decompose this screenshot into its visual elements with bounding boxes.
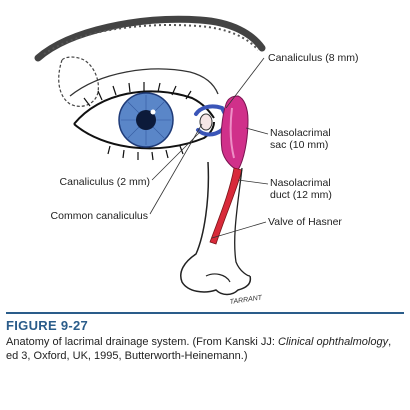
pupil <box>136 110 156 130</box>
label-canaliculus-lower: Canaliculus (2 mm) <box>59 176 150 188</box>
canaliculus-upper <box>194 104 228 118</box>
nasolacrimal-duct <box>209 167 243 245</box>
eyebrow-texture <box>43 24 259 55</box>
label-duct-line2: duct (12 mm) <box>270 189 332 201</box>
artist-signature: TARRANT <box>229 294 263 306</box>
lower-eyelid <box>73 121 215 150</box>
nasal-sidewall <box>234 167 251 277</box>
figure-caption: Anatomy of lacrimal drainage system. (Fr… <box>6 335 402 363</box>
caption-text-end: , ed 3, Oxford, UK, 1995, Butterworth-He… <box>6 336 392 362</box>
label-duct-line1: Nasolacrimal <box>270 177 331 189</box>
upper-lashes <box>83 82 192 107</box>
label-sac-line1: Nasolacrimal <box>270 127 331 139</box>
nasolacrimal-sac <box>220 95 249 171</box>
caruncle <box>199 113 213 131</box>
caption-rule <box>6 312 404 314</box>
caption-text-start: Anatomy of lacrimal drainage system. (Fr… <box>6 336 279 348</box>
lacrimal-illustration: TARRANT <box>34 15 269 306</box>
caption-book-title: Clinical ophthalmology <box>278 336 389 348</box>
lower-lashes <box>107 145 184 161</box>
label-common-canaliculus: Common canaliculus <box>50 210 148 222</box>
eyebrow <box>34 15 266 62</box>
nostril <box>205 273 231 283</box>
lid-crease <box>69 68 219 97</box>
light-reflex <box>150 109 156 115</box>
label-sac-line2: sac (10 mm) <box>270 139 329 151</box>
upper-eyelid <box>73 90 215 125</box>
leader-lines <box>149 57 269 239</box>
sac-highlight <box>229 107 235 159</box>
figure-number: FIGURE 9-27 <box>6 318 89 333</box>
label-valve-of-hasner: Valve of Hasner <box>268 216 342 228</box>
nose-outline <box>180 161 252 296</box>
lacrimal-gland <box>58 56 99 107</box>
label-canaliculus-upper: Canaliculus (8 mm) <box>268 52 359 64</box>
